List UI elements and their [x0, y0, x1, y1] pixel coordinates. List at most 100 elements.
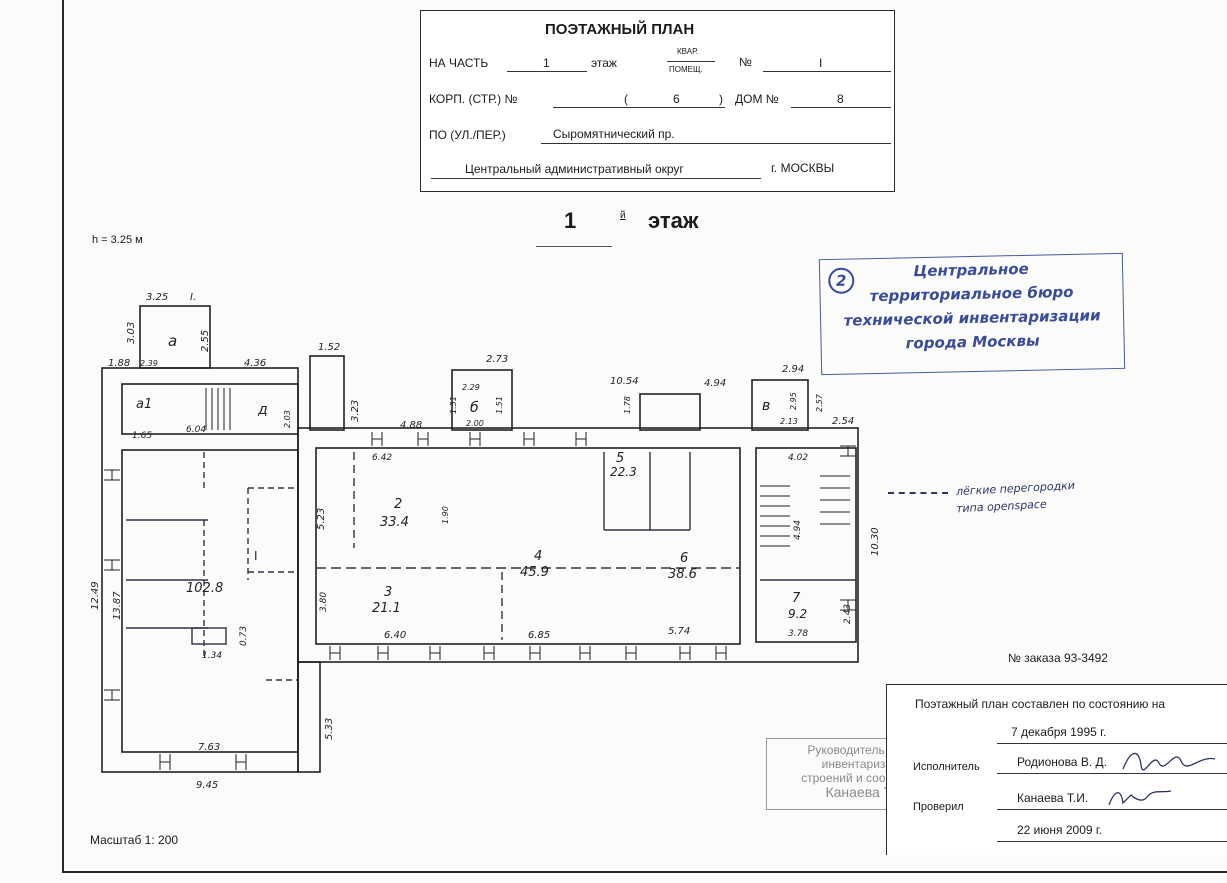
room-3-num: 3 — [384, 585, 392, 600]
room-2-area: 33.4 — [380, 515, 409, 530]
plan-title: ПОЭТАЖНЫЙ ПЛАН — [545, 21, 695, 38]
room-4-num: 4 — [534, 549, 542, 564]
city-label: г. МОСКВЫ — [771, 161, 835, 175]
signature-block: Поэтажный план составлен по состоянию на… — [886, 684, 1227, 855]
room-7-area: 9.2 — [788, 607, 807, 621]
dim-1-51b: 1.51 — [495, 396, 504, 414]
dim-3-80: 3.80 — [319, 592, 329, 612]
dim-5-33: 5.33 — [324, 718, 335, 740]
dim-0-73: 0.73 — [239, 626, 249, 646]
dim-2-39: 2.39 — [140, 359, 158, 368]
floor-heading-suffix: й — [620, 210, 626, 221]
dim-1-65: 1.65 — [132, 431, 152, 441]
dim-4-88: 4.88 — [400, 420, 422, 431]
room-big-area: 102.8 — [186, 581, 223, 596]
dim-2-13: 2.13 — [780, 417, 798, 426]
dim-I: I. — [190, 292, 196, 303]
dim-10-30: 10.30 — [870, 527, 881, 556]
room-a-label: а — [168, 332, 177, 350]
dom-value: 8 — [837, 92, 844, 106]
korp-close: ) — [719, 92, 723, 106]
etazh-label: этаж — [591, 56, 617, 70]
dom-label: ДОМ № — [735, 92, 779, 106]
dim-4-36: 4.36 — [244, 358, 266, 369]
dim-2-94: 2.94 — [782, 364, 804, 375]
scale-note: Масштаб 1: 200 — [90, 833, 179, 847]
dim-2-57: 2.57 — [815, 393, 824, 412]
dim-9-45: 9.45 — [196, 780, 218, 791]
room-6-num: 6 — [680, 551, 688, 566]
dim-1-88: 1.88 — [108, 358, 130, 369]
room-1-label: I — [254, 549, 258, 563]
height-note: h = 3.25 м — [92, 234, 143, 246]
checker-signature — [1108, 790, 1172, 806]
room-d-label: д — [257, 402, 268, 418]
dim-6-42: 6.42 — [372, 453, 392, 463]
legend-dash — [888, 492, 948, 494]
pomesch-label: ПОМЕЩ. — [669, 65, 703, 74]
dim-2-03: 2.03 — [283, 410, 292, 428]
dim-10-54: 10.54 — [610, 376, 639, 387]
room-5-area: 22.3 — [610, 465, 637, 479]
dim-4-02: 4.02 — [788, 453, 808, 463]
room-a1-label: а1 — [136, 397, 152, 412]
dim-1-34: 1.34 — [202, 651, 222, 661]
executor-name: Родионова В. Д. — [1017, 755, 1107, 769]
na-chast-label: НА ЧАСТЬ — [429, 56, 489, 70]
kvar-label: КВАР. — [677, 47, 699, 56]
dim-5-23: 5.23 — [316, 508, 327, 530]
dim-6-04: 6.04 — [186, 425, 206, 435]
dim-3-23: 3.23 — [350, 400, 361, 422]
room-4-area: 45.9 — [520, 565, 549, 580]
dim-2-00: 2.00 — [466, 419, 484, 428]
room-3-area: 21.1 — [372, 601, 401, 616]
dim-2-73: 2.73 — [486, 354, 508, 365]
room-5-num: 5 — [616, 451, 624, 466]
dim-3-78: 3.78 — [788, 629, 808, 639]
street-label: ПО (УЛ./ПЕР.) — [429, 128, 506, 142]
korp-value: 6 — [673, 92, 680, 106]
floor-value: 1 — [543, 56, 550, 70]
room-6-area: 38.6 — [668, 567, 697, 582]
room-7-num: 7 — [792, 591, 801, 606]
executor-label: Исполнитель — [913, 761, 980, 773]
dim-4-94: 4.94 — [793, 520, 803, 540]
dim-3-25: 3.25 — [146, 292, 168, 303]
dim-2-55: 2.55 — [200, 330, 211, 352]
title-block: ПОЭТАЖНЫЙ ПЛАН НА ЧАСТЬ 1 этаж КВАР. ПОМ… — [420, 10, 895, 192]
dim-6-85: 6.85 — [528, 630, 550, 641]
room-v-label: в — [762, 398, 770, 414]
korp-open: ( — [624, 92, 628, 106]
no-label: № — [739, 55, 752, 69]
street-value: Сыромятнический пр. — [553, 127, 675, 141]
dim-13-87: 13.87 — [112, 591, 123, 620]
state-header: Поэтажный план составлен по состоянию на — [915, 697, 1166, 711]
district-value: Центральный административный округ — [465, 162, 684, 176]
dim-4-94-top: 4.94 — [704, 378, 726, 389]
dim-5-74: 5.74 — [668, 626, 690, 637]
dim-3-03: 3.03 — [126, 322, 137, 344]
dim-2-43: 2.43 — [843, 604, 853, 624]
dim-1-52: 1.52 — [318, 342, 340, 353]
room-b-label: б — [470, 400, 479, 416]
drawing-frame — [62, 0, 1227, 873]
korp-label: КОРП. (СТР.) № — [429, 92, 518, 106]
floor-heading-word: этаж — [648, 208, 699, 233]
dim-12-49: 12.49 — [90, 581, 101, 610]
dim-2-29: 2.29 — [462, 383, 480, 392]
dim-7-63: 7.63 — [198, 742, 220, 753]
executor-signature — [1122, 752, 1216, 771]
check-date: 22 июня 2009 г. — [1017, 823, 1103, 837]
dim-2-95: 2.95 — [789, 392, 798, 410]
dim-1-90: 1.90 — [441, 506, 450, 524]
dim-2-54: 2.54 — [832, 416, 854, 427]
room-2-num: 2 — [394, 497, 402, 512]
floor-heading-number: 1 — [564, 208, 577, 233]
state-date: 7 декабря 1995 г. — [1011, 725, 1107, 739]
dim-6-40: 6.40 — [384, 630, 406, 641]
checker-label: Проверил — [913, 801, 964, 813]
order-number: № заказа 93-3492 — [1008, 651, 1108, 665]
dim-1-51a: 1.51 — [449, 396, 458, 414]
checker-name: Канаева Т.И. — [1017, 791, 1089, 805]
